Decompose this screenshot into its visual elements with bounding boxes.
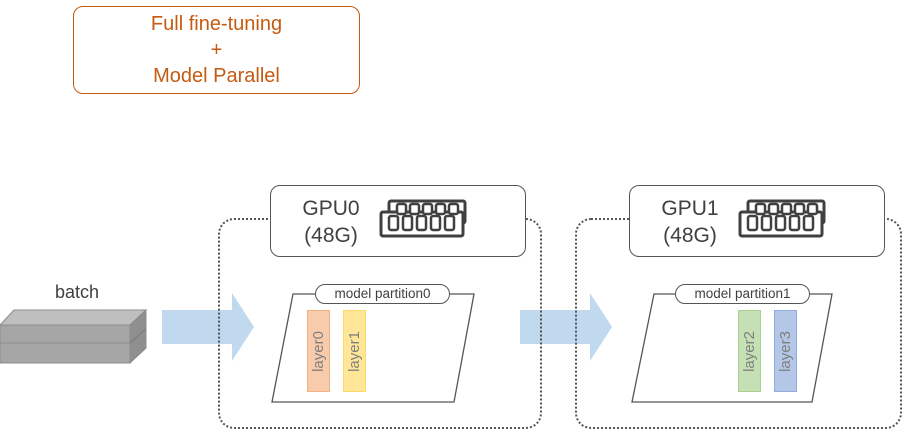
batch-stack-icon bbox=[0, 308, 148, 365]
memory-module-icon bbox=[379, 199, 467, 238]
layer-label: layer3 bbox=[777, 330, 795, 372]
layer-label: layer2 bbox=[741, 330, 759, 372]
partition-label: model partition0 bbox=[315, 284, 450, 304]
title-line-3: Model Parallel bbox=[153, 65, 280, 87]
gpu0-memory: (48G) bbox=[304, 224, 358, 247]
gpu0-name: GPU0 bbox=[302, 197, 360, 220]
memory-module-icon bbox=[738, 199, 826, 238]
partition-label: model partition1 bbox=[675, 284, 810, 304]
title-box: Full fine-tuning + Model Parallel bbox=[73, 6, 360, 94]
arrow-right-icon bbox=[520, 293, 612, 361]
title-line-2: + bbox=[210, 39, 223, 61]
layer-block: layer3 bbox=[774, 310, 797, 392]
layer-block: layer1 bbox=[343, 310, 366, 392]
arrow-right-icon bbox=[162, 293, 254, 361]
title-line-1: Full fine-tuning bbox=[150, 13, 283, 35]
batch-label: batch bbox=[55, 282, 100, 302]
gpu1-name: GPU1 bbox=[661, 197, 719, 220]
layer-block: layer0 bbox=[307, 310, 330, 392]
gpu1-memory: (48G) bbox=[663, 224, 717, 247]
gpu1-box: GPU1 (48G) bbox=[629, 185, 885, 257]
gpu0-box: GPU0 (48G) bbox=[270, 185, 526, 257]
layer-block: layer2 bbox=[738, 310, 761, 392]
